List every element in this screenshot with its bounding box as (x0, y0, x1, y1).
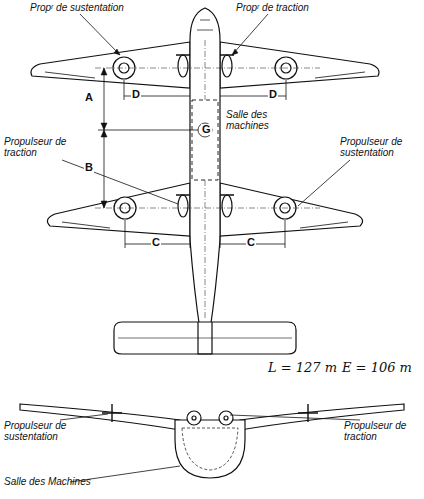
part-label: A (84, 92, 94, 103)
part-label: B (84, 162, 94, 173)
part-label: C (246, 237, 256, 248)
part-label: Propulseur de sustentation (340, 136, 420, 158)
part-label: Propʳ de sustentation (30, 2, 124, 13)
part-label: D (131, 89, 141, 100)
part-label: E = 106 m (342, 362, 412, 373)
part-label: Propulseur de sustentation (4, 420, 72, 442)
part-label: Salle des Machines (4, 476, 114, 487)
part-label: C (151, 237, 161, 248)
part-label: Propulseur de traction (4, 136, 68, 158)
part-label: G (201, 124, 212, 135)
part-label: Propʳ de traction (236, 2, 309, 13)
part-label: Propulseur de traction (344, 420, 418, 442)
part-label: L = 127 m (268, 362, 337, 373)
part-label: D (268, 89, 278, 100)
part-label: Salle des machines (226, 109, 296, 131)
